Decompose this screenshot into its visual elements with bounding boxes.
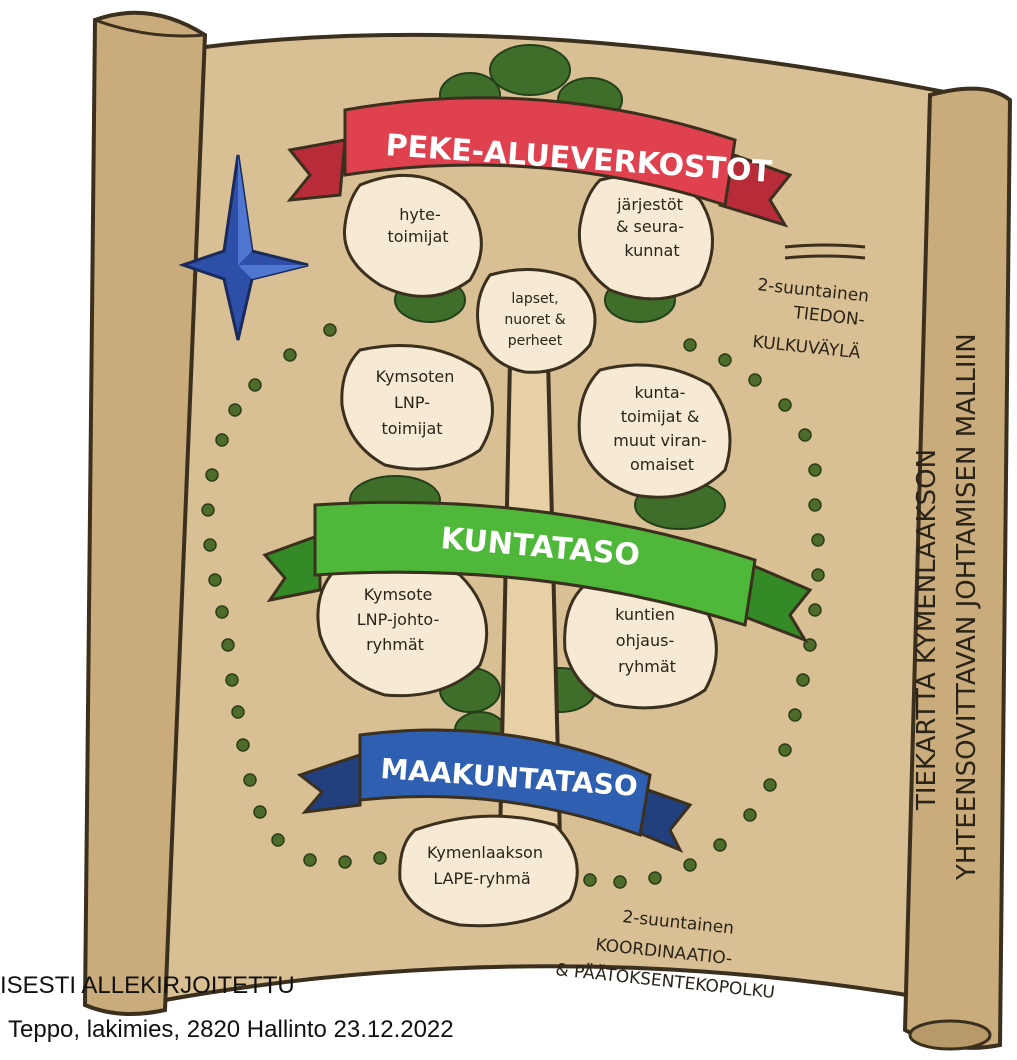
leaf-kuntatoimijat: kunta- toimijat & muut viran- omaiset	[577, 363, 732, 499]
leaf-lapset-line2: nuoret &	[504, 312, 565, 328]
leaf-kymsoten-lnp-line2: LNP-	[394, 393, 430, 412]
left-scroll-roll	[82, 10, 208, 1016]
leaf-kymsoten-lnp-line3: toimijat	[381, 419, 442, 438]
leaf-hyte: hyte- toimijat	[342, 173, 483, 298]
compass-star-icon	[178, 154, 309, 341]
leaf-kuntien-line1: kuntien	[615, 605, 675, 624]
leaf-lape-line2: LAPE-ryhmä	[433, 869, 530, 888]
side-title-line2: YHTEENSOVITTAVAN JOHTAMISEN MALLIIN	[952, 333, 982, 881]
leaf-lapset-line1: lapset,	[511, 291, 558, 307]
leaf-kymsoten-lnp-line1: Kymsoten	[376, 367, 455, 386]
leaf-kuntien-line2: ohjaus-	[616, 631, 674, 650]
leaf-kymsote-ryhmat-line2: LNP-johto-	[357, 610, 439, 629]
side-title-line1: TIEKARTTA KYMENLAAKSON	[912, 449, 942, 811]
leaf-lapset: lapset, nuoret & perheet	[476, 268, 597, 374]
leaf-hyte-line1: hyte-	[399, 205, 441, 224]
leaf-kymsote-ryhmat: Kymsote LNP-johto- ryhmät	[316, 557, 489, 698]
leaf-lapset-line3: perheet	[508, 333, 563, 349]
leaf-kuntatoimijat-line4: omaiset	[630, 455, 694, 474]
leaf-kuntatoimijat-line2: toimijat &	[621, 407, 700, 426]
signature-line2: Teppo, lakimies, 2820 Hallinto 23.12.202…	[8, 1016, 454, 1043]
leaf-lape-line1: Kymenlaakson	[427, 843, 543, 862]
info-path-legend-icon	[784, 243, 866, 260]
leaf-kymsoten-lnp: Kymsoten LNP- toimijat	[340, 344, 494, 471]
leaf-jarjestot-line2: & seura-	[616, 217, 684, 236]
leaf-hyte-line2: toimijat	[387, 227, 448, 246]
leaf-kuntatoimijat-line1: kunta-	[635, 383, 686, 402]
leaf-kymsote-ryhmat-line1: Kymsote	[364, 585, 433, 604]
banner-maakunta: MAAKUNTATASO	[296, 728, 693, 853]
banner-peke: PEKE-ALUEVERKOSTOT	[286, 96, 793, 228]
signature-line1: ISESTI ALLEKIRJOITETTU	[0, 972, 295, 999]
coordination-path-dots	[201, 323, 825, 889]
leaf-jarjestot-line1: järjestöt	[616, 195, 683, 214]
banner-kunta: KUNTATASO	[262, 500, 813, 643]
leaf-jarjestot-line3: kunnat	[624, 241, 679, 260]
leaf-kuntien: kuntien ohjaus- ryhmät	[563, 576, 718, 710]
leaf-lape: Kymenlaakson LAPE-ryhmä	[398, 814, 579, 928]
leaf-kymsote-ryhmat-line3: ryhmät	[366, 635, 424, 654]
leaf-kuntatoimijat-line3: muut viran-	[613, 431, 706, 450]
leaf-kuntien-line3: ryhmät	[618, 657, 676, 676]
